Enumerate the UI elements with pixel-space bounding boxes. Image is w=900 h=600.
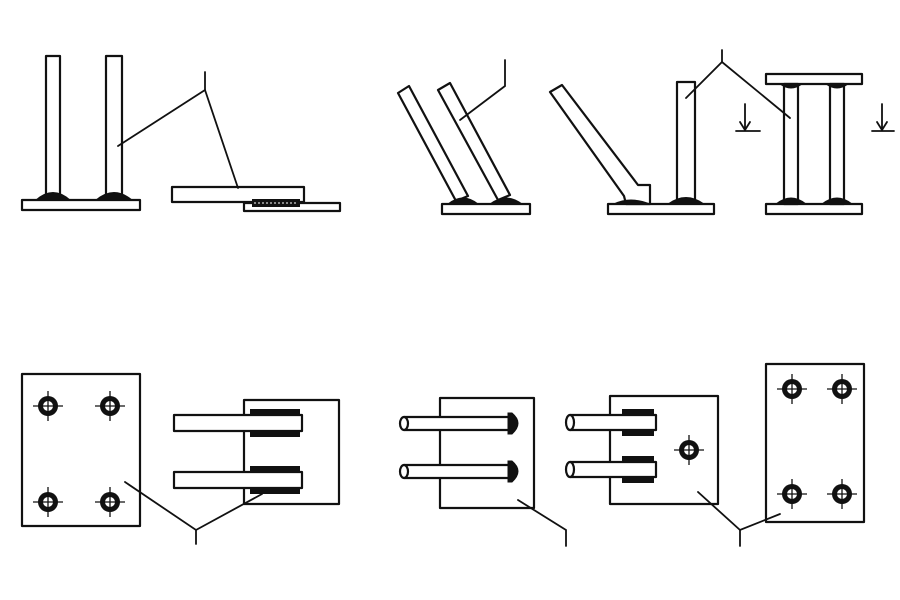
- fillet-weld: [666, 197, 706, 205]
- fillet-weld: [774, 197, 808, 205]
- fillet-weld: [778, 83, 804, 89]
- fillet-weld: [94, 192, 134, 201]
- plate: [438, 396, 536, 510]
- round-bar: [568, 413, 658, 432]
- anchor-bar: [675, 80, 697, 204]
- inclined-anchor-bar: [396, 84, 470, 203]
- anchor-bar: [44, 54, 62, 198]
- inclined-anchor-bar: [436, 81, 512, 202]
- bottom-plate: [764, 202, 864, 216]
- bolt-hole-icon: [33, 487, 63, 517]
- through-anchor-detail: [764, 72, 864, 216]
- plug-weld-detail: [398, 396, 567, 547]
- lap-weld-detail: [170, 185, 342, 213]
- anchor-bar: [104, 54, 124, 198]
- slot-weld-detail: [172, 398, 341, 506]
- fillet-weld: [446, 197, 480, 205]
- fillet-weld: [820, 197, 854, 205]
- anchor-bar: [172, 470, 304, 490]
- bolt-hole-icon: [95, 391, 125, 421]
- round-bar: [568, 460, 658, 479]
- fillet-weld: [824, 83, 850, 89]
- leader-lines: [685, 49, 791, 119]
- leader-lines: [117, 71, 239, 189]
- bolt-hole-icon: [827, 374, 857, 404]
- anchor-bar: [828, 82, 846, 206]
- leader-lines: [124, 481, 263, 545]
- bolt-hole-icon: [674, 435, 704, 465]
- bolt-hole-icon: [777, 479, 807, 509]
- anchor-bar: [172, 413, 304, 433]
- bent-anchor-bar: [548, 83, 652, 206]
- fillet-weld: [488, 197, 524, 205]
- bolt-hole-icon: [777, 374, 807, 404]
- inclined-anchor-detail: [396, 59, 532, 216]
- bolt-hole-icon: [95, 487, 125, 517]
- base-plate: [20, 198, 142, 212]
- base-plate: [606, 202, 716, 216]
- fillet-weld: [34, 192, 72, 201]
- section-arrows: [735, 103, 895, 132]
- anchor-bar: [782, 82, 800, 206]
- bolt-hole-icon: [33, 391, 63, 421]
- round-bar: [402, 415, 516, 432]
- fillet-weld: [613, 199, 651, 205]
- leader-lines: [697, 491, 781, 547]
- vertical-anchor-detail: [20, 54, 142, 212]
- bolt-hole-icon: [827, 479, 857, 509]
- base-plate: [440, 202, 532, 216]
- top-plate: [764, 72, 864, 86]
- bent-anchor-detail: [548, 80, 716, 216]
- round-bar: [402, 463, 516, 480]
